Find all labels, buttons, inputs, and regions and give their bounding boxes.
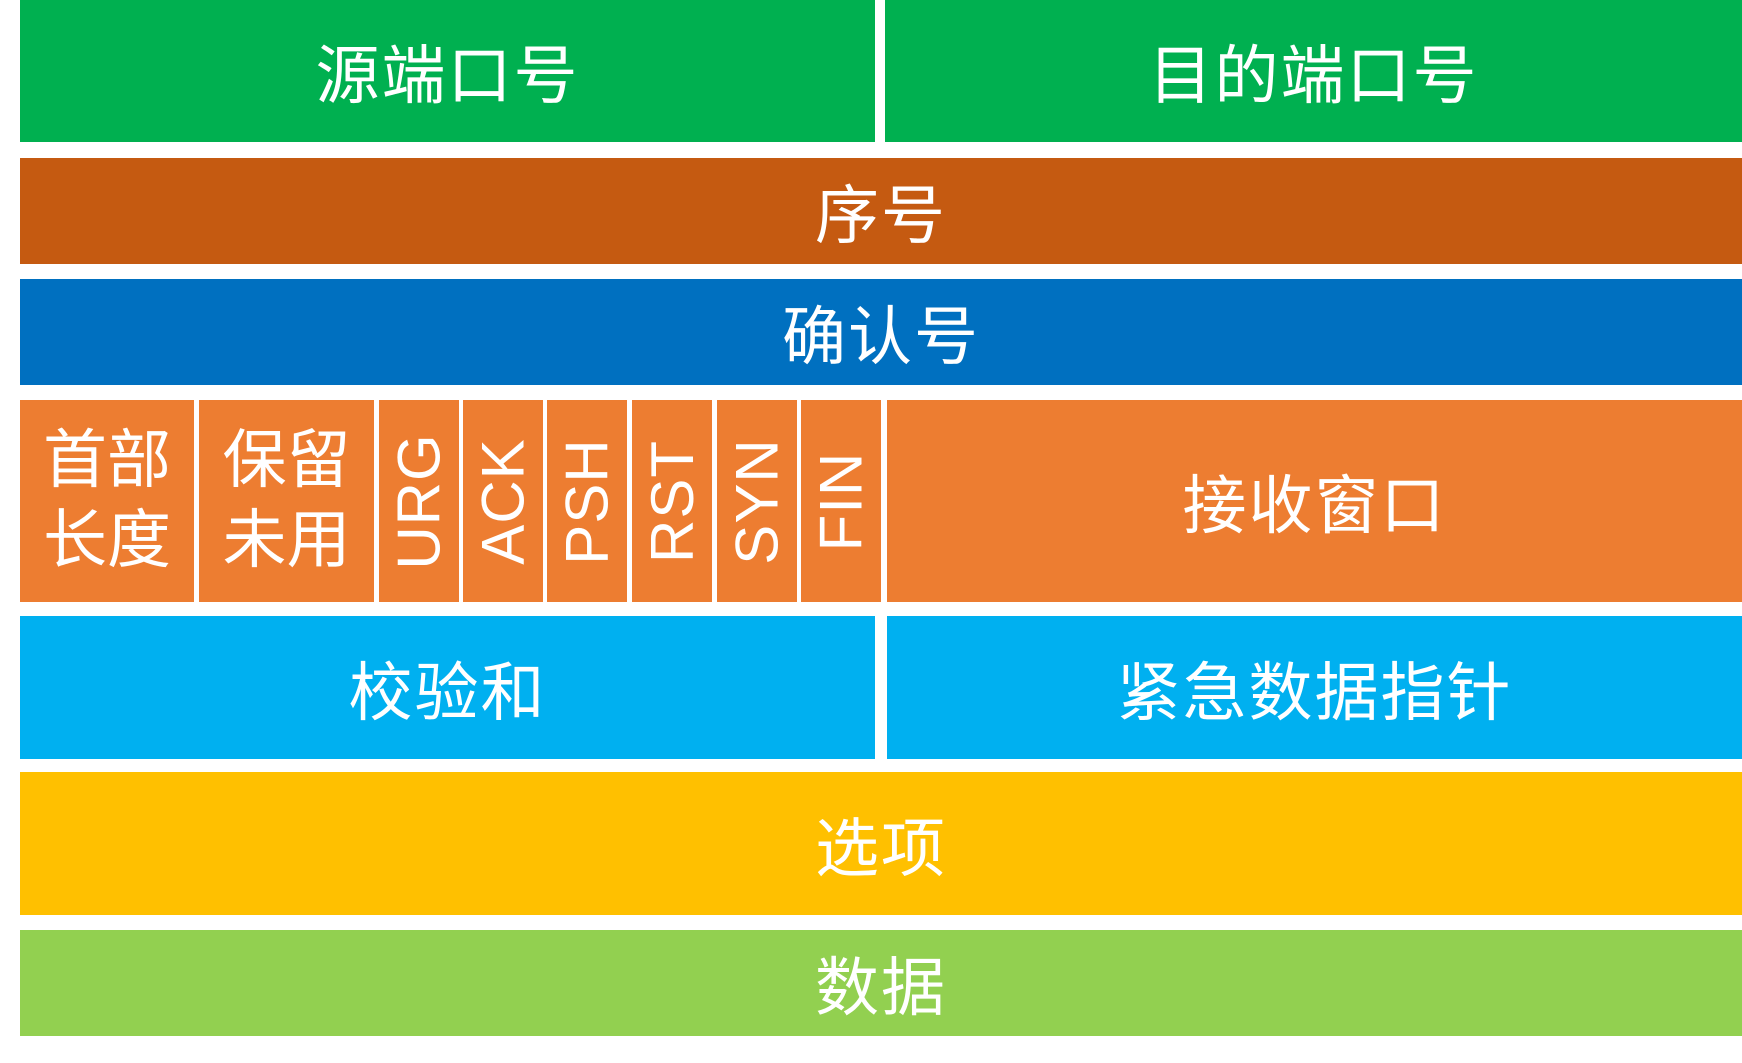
sequence-number-label: 序号 bbox=[815, 180, 947, 254]
urg-flag-label: URG bbox=[385, 432, 453, 570]
reserved-label-line2: 未用 bbox=[222, 504, 351, 578]
reserved-field: 保留 未用 bbox=[199, 400, 374, 602]
sequence-number-field: 序号 bbox=[20, 158, 1742, 264]
header-length-label-line1: 首部 bbox=[43, 424, 171, 498]
rst-flag: RST bbox=[632, 400, 712, 602]
dest-port-field: 目的端口号 bbox=[885, 0, 1742, 142]
options-field: 选项 bbox=[20, 772, 1742, 915]
reserved-label-line1: 保留 bbox=[222, 424, 351, 498]
urg-flag: URG bbox=[379, 400, 459, 602]
dest-port-label: 目的端口号 bbox=[1148, 40, 1479, 114]
syn-flag: SYN bbox=[717, 400, 797, 602]
header-length-label-line2: 长度 bbox=[43, 504, 171, 578]
ack-flag-label: ACK bbox=[469, 437, 537, 565]
checksum-field: 校验和 bbox=[20, 616, 875, 759]
syn-flag-label: SYN bbox=[723, 437, 791, 565]
psh-flag: PSH bbox=[547, 400, 627, 602]
data-label: 数据 bbox=[815, 952, 947, 1026]
source-port-label: 源端口号 bbox=[315, 40, 580, 114]
urgent-pointer-field: 紧急数据指针 bbox=[887, 616, 1742, 759]
receive-window-field: 接收窗口 bbox=[887, 400, 1742, 602]
ack-number-field: 确认号 bbox=[20, 279, 1742, 385]
ack-flag: ACK bbox=[463, 400, 543, 602]
ack-number-label: 确认号 bbox=[782, 301, 980, 375]
checksum-label: 校验和 bbox=[348, 656, 547, 731]
header-length-field: 首部 长度 bbox=[20, 400, 194, 602]
urgent-pointer-label: 紧急数据指针 bbox=[1116, 656, 1513, 731]
fin-flag: FIN bbox=[801, 400, 881, 602]
options-label: 选项 bbox=[815, 812, 947, 887]
source-port-field: 源端口号 bbox=[20, 0, 875, 142]
psh-flag-label: PSH bbox=[553, 437, 621, 565]
receive-window-label: 接收窗口 bbox=[1182, 470, 1447, 544]
fin-flag-label: FIN bbox=[807, 451, 875, 551]
data-field: 数据 bbox=[20, 930, 1742, 1036]
rst-flag-label: RST bbox=[638, 439, 706, 563]
